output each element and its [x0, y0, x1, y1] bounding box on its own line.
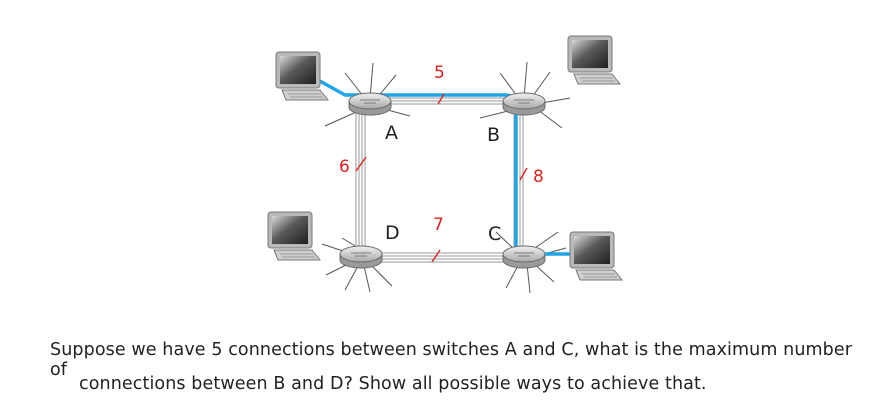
switch-label-D: D — [385, 222, 400, 244]
switch-icon — [339, 245, 383, 269]
computer-icon — [267, 211, 321, 261]
question-line-1: Suppose we have 5 connections between sw… — [50, 340, 853, 380]
capacity-label-B-C: 8 — [533, 167, 544, 187]
computer-icon — [567, 35, 621, 85]
link-D-C — [364, 252, 522, 263]
capacity-label-D-A: 6 — [339, 157, 350, 177]
switch-label-C: C — [488, 223, 501, 245]
capacity-ticks — [355, 93, 528, 263]
switch-label-A: A — [385, 122, 398, 144]
switch-icon — [502, 92, 546, 116]
network-diagram: A B C D 5 8 7 6 — [267, 35, 623, 294]
switch-icon — [502, 245, 546, 269]
link-A-D — [355, 104, 366, 256]
switch-icon — [348, 92, 392, 116]
switch-label-B: B — [487, 124, 500, 146]
computer-icon — [275, 51, 329, 101]
capacity-label-A-B: 5 — [434, 63, 445, 83]
computer-icon — [569, 231, 623, 281]
question-line-2: connections between B and D? Show all po… — [79, 374, 707, 394]
capacity-label-C-D: 7 — [433, 215, 444, 235]
